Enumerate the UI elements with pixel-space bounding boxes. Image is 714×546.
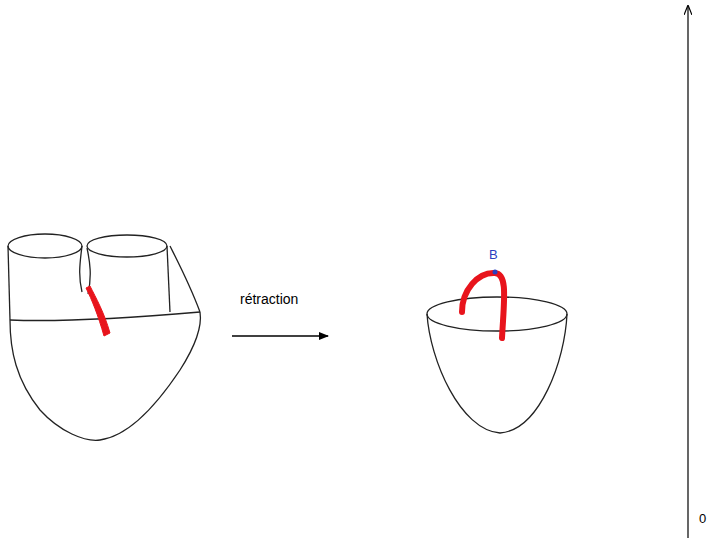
point-label: B bbox=[489, 248, 498, 261]
retraction-arrow bbox=[232, 335, 328, 337]
axis-origin: 0 bbox=[699, 512, 706, 525]
vertical-axis bbox=[687, 6, 688, 538]
point-b bbox=[493, 270, 498, 275]
arrow-label: rétraction bbox=[240, 292, 298, 306]
red-band bbox=[86, 286, 110, 336]
heart-before bbox=[8, 234, 200, 440]
red-arch bbox=[462, 273, 504, 338]
heart-after bbox=[427, 297, 567, 433]
